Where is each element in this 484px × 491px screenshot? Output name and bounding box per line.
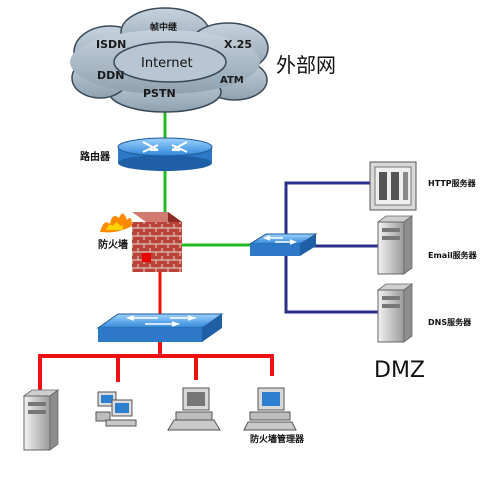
connections (38, 108, 378, 390)
cloud-label-x25: X.25 (224, 38, 252, 51)
cloud-label-atm: ATM (220, 75, 244, 86)
workstation-group-icon (95, 391, 137, 427)
dns-server-label: DNS服务器 (428, 317, 472, 327)
core-switch-icon (96, 313, 224, 342)
http-server-label: HTTP服务器 (428, 178, 477, 188)
internet-ellipse (113, 41, 227, 83)
cloud-label-frame-relay: 帧中继 (150, 21, 177, 33)
dmz-switch-icon (248, 233, 318, 256)
cloud-label-isdn: ISDN (96, 38, 126, 51)
cloud-label-ddn: DDN (97, 69, 124, 82)
http-server-icon (369, 161, 417, 211)
firewall-label: 防火墙 (98, 238, 128, 251)
cloud-label-internet: Internet (141, 56, 193, 71)
dmz-title: DMZ (374, 358, 425, 383)
firewall-icon (100, 212, 182, 272)
link-dmz-dns (284, 256, 378, 314)
firewall-manager-label: 防火墙管理器 (250, 433, 305, 445)
email-server-icon (376, 215, 414, 275)
link-dmz-http (284, 181, 370, 240)
firewall-manager-icon (243, 387, 297, 431)
workstation-pc-icon (167, 387, 221, 431)
router-label: 路由器 (80, 150, 111, 163)
external-cloud: ISDN 帧中继 X.25 Internet DDN ATM PSTN (70, 7, 269, 113)
link-core-lan-bus (38, 340, 274, 382)
external-network-title: 外部网 (276, 53, 336, 77)
dns-server-icon (376, 283, 414, 343)
email-server-label: Email服务器 (428, 250, 478, 260)
internal-server-icon (22, 389, 60, 451)
router-icon (117, 137, 213, 171)
cloud-label-pstn: PSTN (143, 87, 176, 100)
